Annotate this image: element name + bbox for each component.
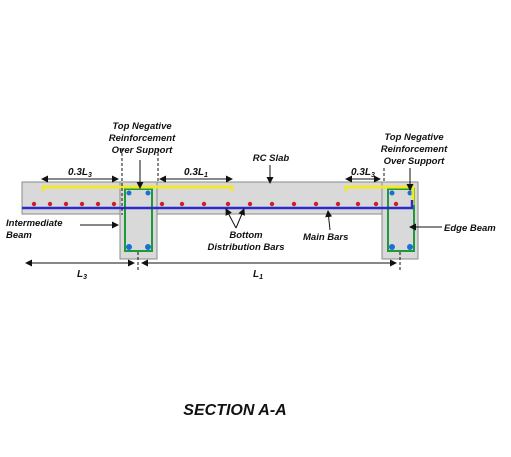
distribution-bar-dot (373, 201, 379, 207)
distribution-bar-dot (95, 201, 101, 207)
distribution-bar-dot (291, 201, 297, 207)
distribution-bar-dot (313, 201, 319, 207)
top-neg-left-line2: Reinforcement (109, 133, 176, 144)
top-neg-left-line1: Top Negative (112, 121, 172, 132)
edge-beam-stirrup (387, 188, 415, 252)
top-bar-right (344, 185, 415, 205)
distribution-bar-dot (355, 201, 361, 207)
distribution-bar-dot (63, 201, 69, 207)
distribution-bar-dot (179, 201, 185, 207)
bottom-distribution-line2: Distribution Bars (207, 242, 284, 253)
top-neg-right-line1: Top Negative (384, 132, 444, 143)
distribution-bar-dot (269, 201, 275, 207)
distribution-bars-group (31, 201, 399, 207)
dim-03L3-left-label: 0.3L3 (68, 167, 92, 179)
main-bars-label: Main Bars (303, 232, 348, 243)
distribution-bar-dot (31, 201, 37, 207)
section-title: SECTION A-A (183, 402, 286, 419)
text-labels: Top Negative Reinforcement Over Support … (6, 121, 496, 419)
distribution-bar-dot (225, 201, 231, 207)
main-bar-line (22, 200, 414, 210)
span-L1-label: L1 (253, 269, 263, 281)
rc-slab-label: RC Slab (253, 153, 290, 164)
top-neg-left-line3: Over Support (112, 145, 174, 156)
dim-03L1-label: 0.3L1 (184, 167, 208, 179)
edge-beam-label: Edge Beam (444, 223, 496, 234)
distribution-bar-dot (159, 201, 165, 207)
distribution-bar-dot (335, 201, 341, 207)
support-centerlines (121, 148, 401, 272)
intermediate-beam-line1: Intermediate (6, 218, 63, 229)
distribution-bar-dot (79, 201, 85, 207)
distribution-bar-dot (201, 201, 207, 207)
distribution-bar-dot (393, 201, 399, 207)
beam-stirrups (124, 188, 415, 252)
bottom-distribution-line1: Bottom (229, 230, 263, 241)
dimension-lines (25, 175, 397, 267)
leader-arrows (80, 160, 442, 231)
dim-03L3-right-label: 0.3L3 (351, 167, 375, 179)
span-L3-label: L3 (77, 269, 87, 281)
main-bars-group (22, 200, 414, 210)
intermediate-beam-line2: Beam (6, 230, 32, 241)
distribution-bar-dot (247, 201, 253, 207)
distribution-bar-dot (111, 201, 117, 207)
top-neg-right-line2: Reinforcement (381, 144, 448, 155)
distribution-bar-dot (47, 201, 53, 207)
top-neg-right-line3: Over Support (384, 156, 446, 167)
intermediate-beam-stirrup (124, 188, 153, 252)
